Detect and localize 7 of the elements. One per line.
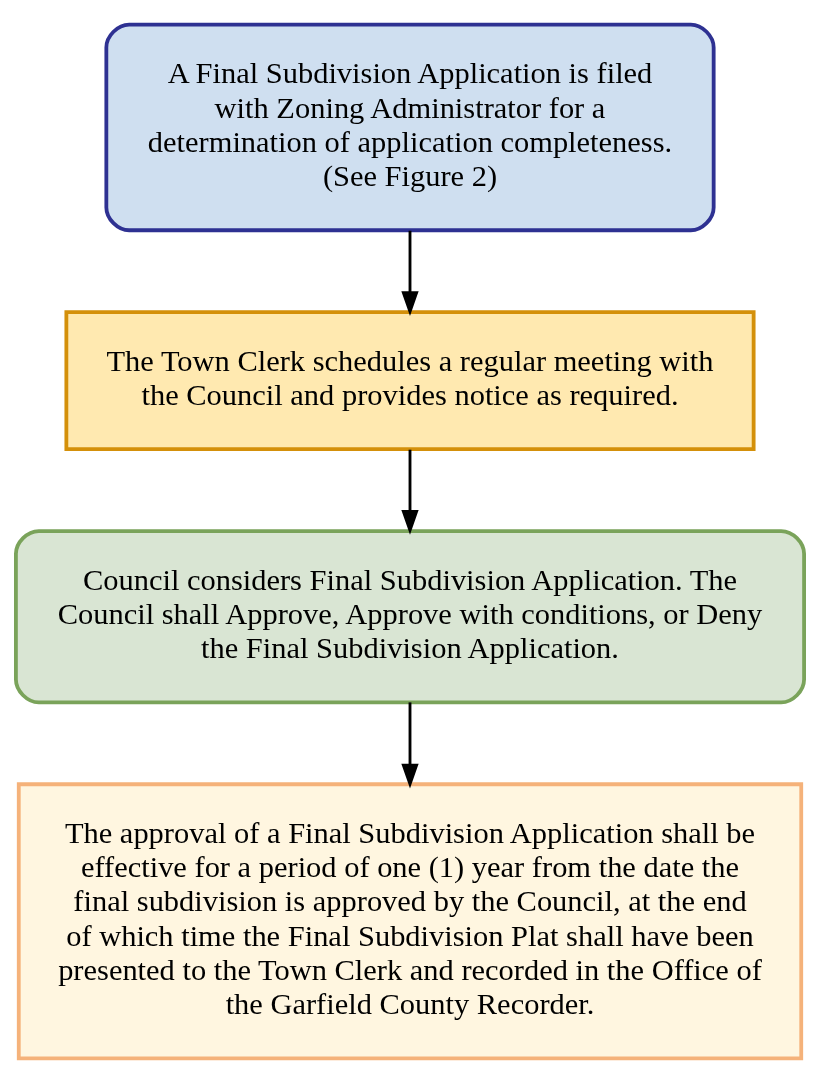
node-box: A Final Subdivision Application is filed with Zoning Administrator for a determination of application completeness. (See Figure 2) [104, 22, 716, 233]
arrow [401, 230, 419, 316]
arrow [401, 449, 419, 535]
node-box: The approval of a Final Subdivision Application shall be effective for a period of one (1) year from the date the final subdivision is approved by the Council, at the end of which time the Final Subdivision Plat shall have been presented to the Town Clerk and recorded in the Office of the Garfield County Recorder. [16, 782, 804, 1061]
node-box: The Town Clerk schedules a regular meeting with the Council and provides notice as required. [64, 310, 756, 452]
arrow [401, 702, 419, 789]
node-box: Council considers Final Subdivision Application. The Council shall Approve, Approve with conditions, or Deny the Final Subdivision Application. [14, 529, 806, 705]
